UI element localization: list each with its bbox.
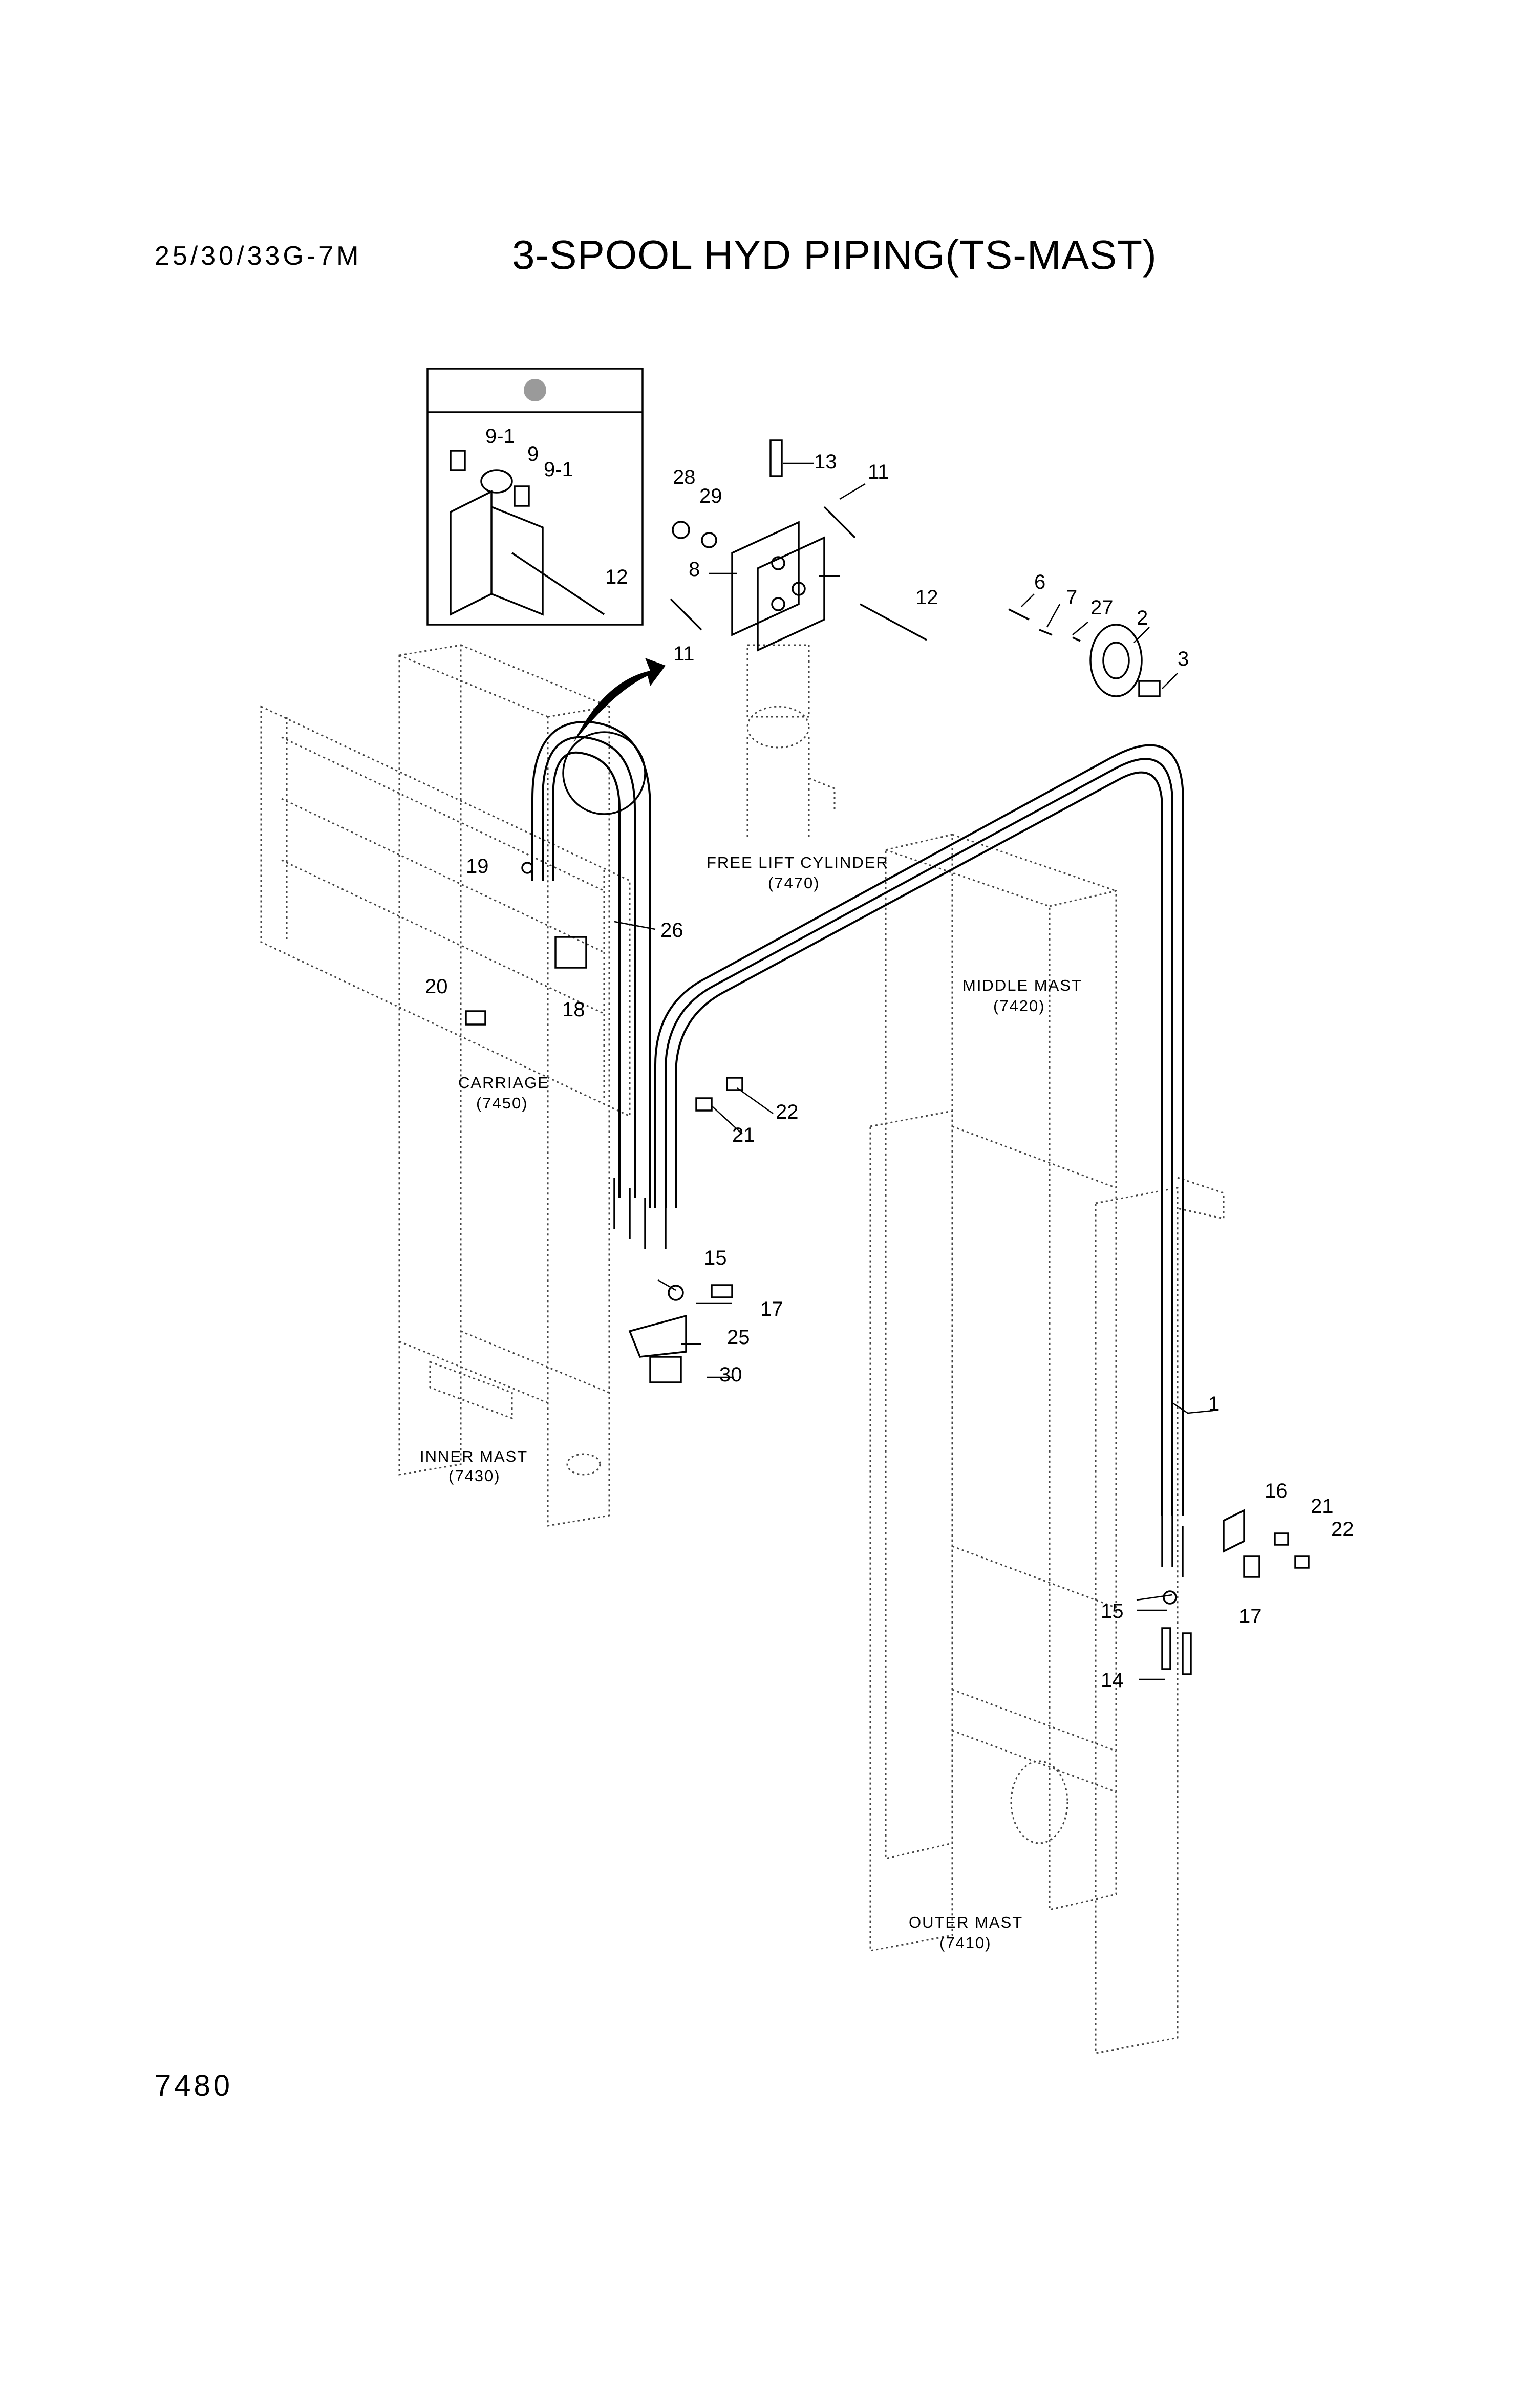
callout-11b: 11 (673, 643, 695, 665)
callout-2: 2 (1137, 607, 1148, 629)
assembly-captions: FREE LIFT CYLINDER (7470) MIDDLE MAST (7… (420, 853, 1082, 1952)
fittings (465, 862, 1310, 1675)
mast-outlines (260, 644, 1225, 2054)
outer-mast-label: OUTER MAST (909, 1913, 1023, 1931)
detail-arrow (573, 658, 666, 742)
callout-21b: 21 (1311, 1495, 1334, 1518)
callout-9: 9 (527, 443, 539, 465)
callout-11a: 11 (868, 461, 889, 483)
callout-30: 30 (719, 1363, 742, 1386)
page-title: 3-SPOOL HYD PIPING(TS-MAST) (512, 232, 1157, 278)
free-lift-cylinder-label: FREE LIFT CYLINDER (707, 853, 889, 871)
middle-mast-label: MIDDLE MAST (963, 976, 1082, 994)
callout-9-1a: 9-1 (485, 425, 515, 447)
carriage-label: CARRIAGE (458, 1074, 549, 1092)
detail-inset (426, 368, 666, 742)
callout-20: 20 (425, 975, 448, 998)
callout-17a: 17 (760, 1298, 783, 1320)
callout-16: 16 (1265, 1480, 1288, 1502)
callout-8: 8 (689, 558, 700, 581)
callout-labels: 9-1 9 9-1 12 28 29 13 11 8 12 11 6 7 27 … (425, 425, 1354, 1692)
callout-18: 18 (562, 998, 585, 1021)
carriage-ref: (7450) (476, 1094, 528, 1112)
callout-21a: 21 (732, 1124, 755, 1146)
callout-15a: 15 (704, 1247, 727, 1269)
hose-assemblies (531, 720, 1184, 1577)
callout-28: 28 (673, 466, 696, 488)
callout-27: 27 (1090, 596, 1114, 619)
callout-17b: 17 (1239, 1605, 1262, 1628)
callout-6: 6 (1034, 571, 1045, 593)
callout-25: 25 (727, 1326, 750, 1349)
callout-12b: 12 (915, 586, 938, 609)
callout-22a: 22 (776, 1101, 799, 1123)
callout-29: 29 (699, 485, 722, 507)
callout-3: 3 (1178, 648, 1189, 670)
middle-mast-ref: (7420) (993, 997, 1045, 1015)
outer-mast-ref: (7410) (939, 1934, 992, 1952)
callout-1: 1 (1208, 1393, 1220, 1415)
callout-12a: 12 (605, 566, 628, 588)
inner-mast-ref: (7430) (448, 1467, 501, 1485)
callout-7: 7 (1066, 586, 1077, 609)
upper-parts (670, 439, 1161, 697)
callout-26: 26 (660, 919, 683, 942)
callout-22b: 22 (1331, 1518, 1354, 1541)
inner-mast-label: INNER MAST (420, 1447, 528, 1465)
free-lift-cylinder-ref: (7470) (768, 874, 820, 892)
callout-9-1b: 9-1 (544, 458, 573, 481)
callout-19: 19 (466, 855, 489, 878)
callout-13: 13 (814, 451, 837, 473)
model-number: 25/30/33G-7M (155, 241, 362, 271)
callout-14: 14 (1101, 1669, 1124, 1692)
page-number: 7480 (155, 2069, 233, 2102)
callout-15b: 15 (1101, 1600, 1124, 1623)
leader-lines (614, 462, 1214, 1680)
